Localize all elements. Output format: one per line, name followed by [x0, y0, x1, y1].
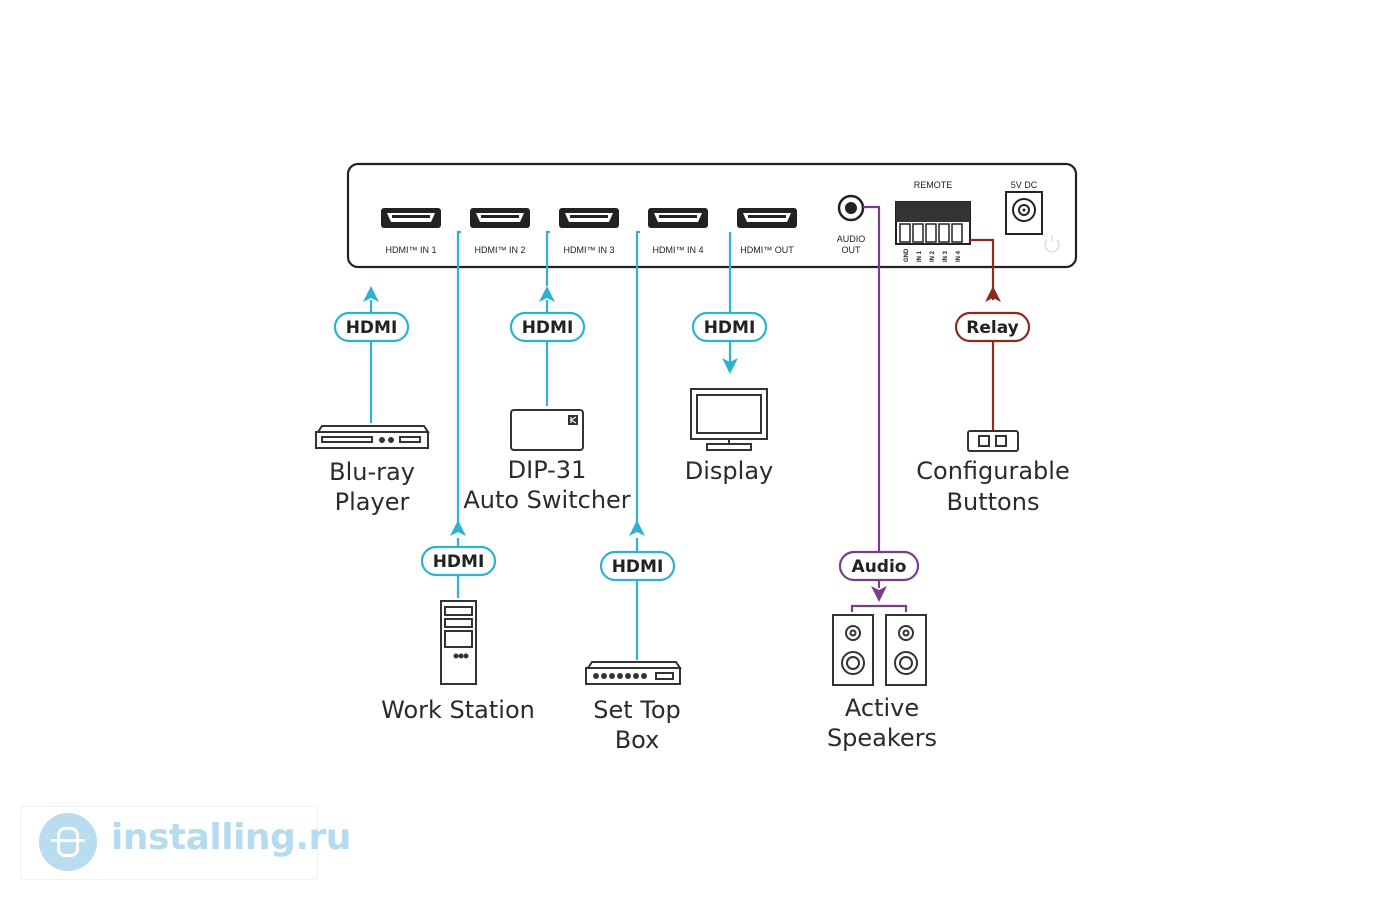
arrow-in2-icon — [450, 520, 466, 536]
terminal-block-icon — [895, 201, 971, 245]
pill-hdmi-in4: HDMI — [599, 550, 676, 582]
audio-jack-icon — [837, 194, 865, 222]
pill-relay: Relay — [954, 311, 1031, 343]
remote-pin-gnd: GND — [904, 248, 910, 262]
hdmi-in2-port-icon — [470, 208, 530, 228]
arrow-in3-icon — [539, 286, 555, 302]
buttons-icon — [967, 430, 1019, 452]
pill-hdmi-in3: HDMI — [509, 311, 586, 343]
watermark: installing.ru — [20, 806, 351, 880]
pill-hdmi-out-text: HDMI — [704, 318, 756, 338]
arrow-audio-icon — [871, 586, 887, 602]
bluray-label-1: Blu-ray — [329, 458, 415, 486]
workstation-icon — [440, 600, 477, 685]
buttons-label-1: Configurable — [916, 457, 1069, 485]
remote-pin-in2: IN 2 — [930, 250, 936, 262]
device-back-panel — [346, 162, 1078, 269]
remote-pin-in1: IN 1 — [917, 250, 923, 262]
pill-hdmi-in2: HDMI — [420, 545, 497, 577]
pill-hdmi-in4-text: HDMI — [612, 557, 664, 577]
workstation-label: Work Station — [381, 696, 535, 724]
port-label-in4: HDMI™ IN 4 — [652, 245, 703, 255]
pill-hdmi-out: HDMI — [691, 311, 768, 343]
speakers-label-2: Speakers — [827, 724, 937, 752]
power-icon — [1044, 235, 1060, 253]
cable-audio — [863, 205, 881, 588]
remote-label: REMOTE — [914, 180, 953, 190]
settop-box-icon — [585, 661, 682, 685]
cable-audio-split — [850, 604, 908, 612]
arrow-out-icon — [722, 358, 738, 374]
pill-hdmi-in3-text: HDMI — [522, 318, 574, 338]
arrow-relay-icon — [985, 286, 1001, 302]
hdmi-in4-port-icon — [648, 208, 708, 228]
pill-relay-text: Relay — [966, 318, 1018, 338]
pill-hdmi-in1-text: HDMI — [346, 318, 398, 338]
power-label: 5V DC — [1011, 180, 1038, 190]
bluray-label-2: Player — [335, 488, 410, 516]
dip31-label-2: Auto Switcher — [463, 486, 630, 514]
cable-relay-upper — [970, 238, 995, 300]
dip31-label-1: DIP-31 — [508, 456, 587, 484]
power-jack-icon — [1005, 191, 1043, 235]
port-label-in2: HDMI™ IN 2 — [474, 245, 525, 255]
hdmi-out-port-icon — [737, 208, 797, 228]
remote-pin-in4: IN 4 — [956, 250, 962, 262]
hdmi-in3-port-icon — [559, 208, 619, 228]
speakers-icon — [832, 614, 927, 686]
cable-hdmi-in3-upper — [545, 230, 550, 286]
arrow-in4-icon — [629, 520, 645, 536]
settop-label-1: Set Top — [593, 696, 681, 724]
remote-pin-in3: IN 3 — [943, 250, 949, 262]
display-label: Display — [685, 457, 773, 485]
watermark-text: installing.ru — [111, 817, 351, 858]
settop-label-2: Box — [615, 726, 660, 754]
bluray-player-icon — [315, 425, 430, 449]
display-icon — [690, 388, 768, 451]
cable-hdmi-in2-upper — [456, 230, 461, 522]
buttons-label-2: Buttons — [947, 488, 1040, 516]
port-label-in3: HDMI™ IN 3 — [563, 245, 614, 255]
audio-out-label-1: AUDIO — [837, 234, 866, 244]
pill-audio: Audio — [838, 550, 920, 582]
port-label-out: HDMI™ OUT — [740, 245, 794, 255]
switcher-icon — [510, 409, 584, 451]
hdmi-in1-port-icon — [381, 208, 441, 228]
pill-hdmi-in2-text: HDMI — [433, 552, 485, 572]
pill-hdmi-in1: HDMI — [333, 311, 410, 343]
speakers-label-1: Active — [845, 694, 919, 722]
port-label-in1: HDMI™ IN 1 — [385, 245, 436, 255]
arrow-in1-icon — [363, 286, 379, 302]
audio-out-label-2: OUT — [842, 245, 862, 255]
pill-audio-text: Audio — [852, 557, 907, 577]
logo-icon — [39, 813, 97, 871]
cable-hdmi-in4-upper — [635, 230, 640, 522]
